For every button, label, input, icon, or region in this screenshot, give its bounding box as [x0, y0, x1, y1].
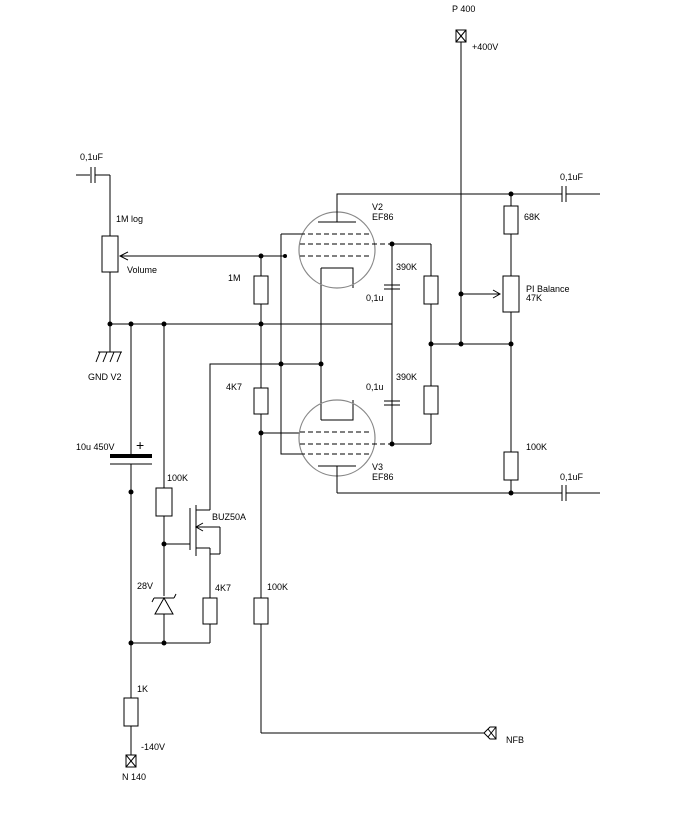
- mosfet-current-source: [189, 505, 221, 556]
- minus140-label: -140V: [141, 742, 165, 752]
- resistor-100k-plate: [503, 451, 519, 481]
- screen-capacitor-top-label: 0,1u: [366, 293, 384, 303]
- volume-pot-value: 1M log: [116, 214, 143, 224]
- output-capacitor-top: [561, 186, 600, 202]
- output-capacitor-top-label: 0,1uF: [560, 172, 584, 182]
- resistor-4k7-source: [202, 597, 218, 625]
- resistor-4k7-source-label: 4K7: [215, 583, 231, 593]
- filter-capacitor-label: 10u 450V: [76, 442, 115, 452]
- v3-type: EF86: [372, 472, 394, 482]
- resistor-1k: [123, 697, 139, 727]
- mosfet-label: BUZ50A: [212, 512, 246, 522]
- resistor-100k-plate-label: 100K: [526, 442, 547, 452]
- nfb-label: NFB: [506, 735, 524, 745]
- pi-balance-pot: [502, 275, 520, 313]
- nfb-port: [483, 726, 497, 740]
- resistor-390k-top-label: 390K: [396, 262, 417, 272]
- input-capacitor-label: 0,1uF: [80, 152, 104, 162]
- pi-balance-label: PI Balance: [526, 284, 570, 294]
- output-capacitor-bottom-label: 0,1uF: [560, 472, 584, 482]
- p400-label: P 400: [452, 4, 475, 14]
- v2-name: V2: [372, 202, 383, 212]
- volume-label: Volume: [127, 265, 157, 275]
- resistor-1k-label: 1K: [137, 684, 148, 694]
- plus400-label: +400V: [472, 42, 498, 52]
- input-capacitor: [76, 167, 110, 183]
- resistor-4k7-grid: [253, 387, 269, 415]
- pi-balance-value: 47K: [526, 293, 542, 303]
- resistor-100k-nfb-label: 100K: [267, 582, 288, 592]
- resistor-68k-label: 68K: [524, 212, 540, 222]
- v2-type: EF86: [372, 212, 394, 222]
- tube-v3: [298, 399, 392, 493]
- zener-diode: [151, 593, 177, 615]
- resistor-1m: [253, 275, 269, 305]
- filter-capacitor-plus: +: [136, 437, 144, 453]
- screen-capacitor-bottom: [384, 400, 400, 406]
- output-capacitor-bottom: [561, 485, 600, 501]
- n140-port: [125, 754, 137, 768]
- filter-capacitor-plate-top: [110, 454, 152, 458]
- resistor-4k7-grid-label: 4K7: [226, 382, 242, 392]
- screen-capacitor-top: [384, 284, 400, 290]
- resistor-100k-bias-label: 100K: [167, 473, 188, 483]
- zener-label: 28V: [137, 581, 153, 591]
- p400-port: [455, 29, 467, 43]
- ground-label: GND V2: [88, 372, 122, 382]
- resistor-68k: [503, 205, 519, 235]
- resistor-100k-bias: [155, 487, 173, 517]
- resistor-390k-top: [423, 275, 439, 305]
- n140-label: N 140: [122, 772, 146, 782]
- resistor-1m-label: 1M: [228, 273, 241, 283]
- resistor-390k-bottom-label: 390K: [396, 372, 417, 382]
- ground-symbol: [95, 324, 122, 363]
- resistor-390k-bottom: [423, 385, 439, 415]
- tube-v2: [298, 196, 392, 289]
- volume-pot: [101, 235, 119, 273]
- screen-capacitor-bottom-label: 0,1u: [366, 382, 384, 392]
- v3-name: V3: [372, 462, 383, 472]
- resistor-100k-nfb: [253, 597, 269, 625]
